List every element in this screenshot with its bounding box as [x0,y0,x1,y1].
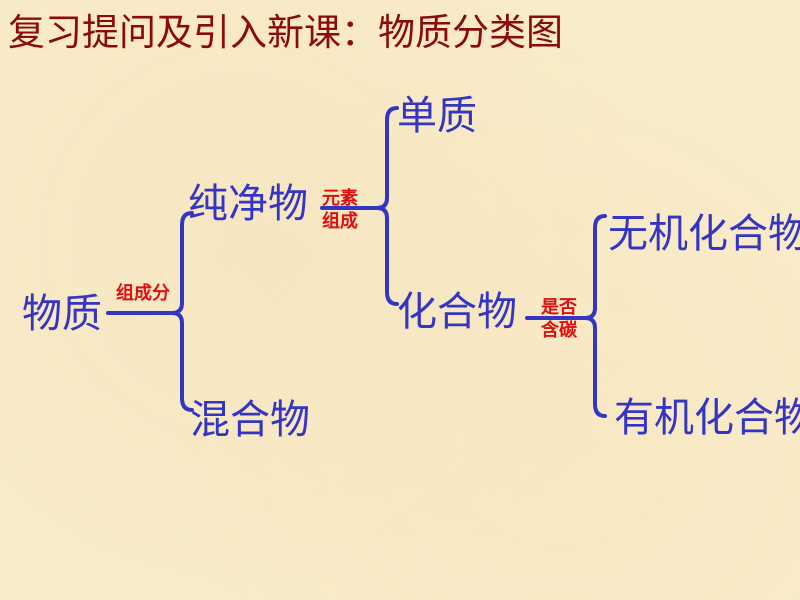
label-line: 组成 [322,210,358,232]
slide-title: 复习提问及引入新课：物质分类图 [8,11,563,54]
label-line: 是否 [541,297,577,318]
bracket-matter [106,211,194,412]
label-element-composition: 元素 组成 [322,188,358,233]
node-inorganic-compound: 无机化合物 [608,211,800,257]
bracket-compound [525,214,607,418]
node-mixture: 混合物 [190,397,310,443]
node-organic-compound: 有机化合物 [614,395,800,441]
node-matter: 物质 [22,291,102,337]
label-line: 元素 [322,188,358,209]
node-pure-substance: 纯净物 [188,181,308,227]
label-line: 含碳 [541,319,577,341]
label-contains-carbon: 是否 含碳 [541,297,577,342]
label-by-composition: 组成分 [116,283,170,304]
bracket-pure [320,106,399,306]
node-element-substance: 单质 [397,93,477,139]
node-compound: 化合物 [397,289,517,335]
